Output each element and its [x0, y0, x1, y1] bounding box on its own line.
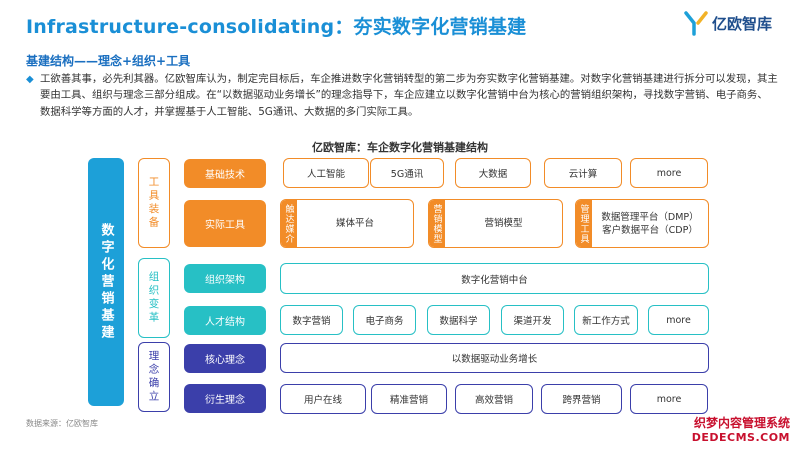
- logo-text: 亿欧智库: [711, 14, 772, 33]
- category-core-idea: 核心理念: [184, 344, 266, 373]
- item-data-driven-growth: 以数据驱动业务增长: [280, 343, 709, 373]
- diamond-bullet-icon: ◆: [26, 74, 34, 85]
- item-crossover-marketing: 跨界营销: [541, 384, 622, 414]
- tag-model: 营销模型: [429, 200, 445, 247]
- item-more-tech: more: [630, 158, 708, 188]
- yiou-logo-icon: [683, 10, 709, 36]
- item-efficient-marketing: 高效营销: [455, 384, 533, 414]
- intro-bullet: ◆ 工欲善其事，必先利其器。亿欧智库认为，制定完目标后，车企推进数字化营销转型的…: [26, 71, 778, 120]
- item-ecommerce: 电子商务: [353, 305, 416, 335]
- item-more-talent: more: [648, 305, 709, 335]
- watermark-line2: DEDECMS.COM: [691, 431, 790, 444]
- category-basic-tech: 基础技术: [184, 159, 266, 188]
- media-text: 媒体平台: [335, 218, 374, 229]
- item-ai: 人工智能: [283, 158, 369, 188]
- data-source: 数据来源：亿欧智库: [26, 419, 98, 428]
- item-user-online: 用户在线: [280, 384, 366, 414]
- item-digital-marketing: 数字营销: [280, 305, 343, 335]
- item-media-platform: 触达媒介 媒体平台: [280, 199, 414, 248]
- item-data-science: 数据科学: [427, 305, 490, 335]
- tag-mgmt: 管理工具: [576, 200, 592, 247]
- category-talent: 人才结构: [184, 306, 266, 335]
- item-5g: 5G通讯: [370, 158, 444, 188]
- item-cloud: 云计算: [544, 158, 622, 188]
- intro-paragraph: 工欲善其事，必先利其器。亿欧智库认为，制定完目标后，车企推进数字化营销转型的第二…: [40, 73, 778, 118]
- category-org-structure: 组织架构: [184, 264, 266, 293]
- section-subtitle: 基建结构——理念+组织+工具: [26, 54, 191, 68]
- watermark: 织梦内容管理系统 DEDECMS.COM: [692, 414, 790, 444]
- watermark-line1: 织梦内容管理系统: [693, 416, 790, 430]
- group-idea: 理念确立: [138, 342, 170, 412]
- mgmt-dmp: 数据管理平台（DMP）: [601, 211, 699, 223]
- group-org: 组织变革: [138, 258, 170, 338]
- category-actual-tools: 实际工具: [184, 200, 266, 247]
- mgmt-text: 数据管理平台（DMP） 客户数据平台（CDP）: [596, 200, 704, 247]
- diagram-title: 亿欧智库：车企数字化营销基建结构: [312, 141, 488, 154]
- category-derived-idea: 衍生理念: [184, 384, 266, 413]
- logo: 亿欧智库: [683, 10, 772, 36]
- tag-media: 触达媒介: [281, 200, 297, 247]
- page-title: Infrastructure-consolidating：夯实数字化营销基建: [26, 16, 527, 38]
- item-new-work: 新工作方式: [574, 305, 638, 335]
- item-bigdata: 大数据: [455, 158, 531, 188]
- model-text: 营销模型: [484, 218, 523, 229]
- item-marketing-model: 营销模型 营销模型: [428, 199, 563, 248]
- group-tools: 工具装备: [138, 158, 170, 248]
- main-column-label: 数字化营销基建: [88, 158, 124, 406]
- item-more-idea: more: [630, 384, 708, 414]
- mgmt-cdp: 客户数据平台（CDP）: [602, 224, 698, 236]
- item-management-tools: 管理工具 数据管理平台（DMP） 客户数据平台（CDP）: [575, 199, 709, 248]
- item-marketing-middle-platform: 数字化营销中台: [280, 263, 709, 294]
- item-precision-marketing: 精准营销: [371, 384, 447, 414]
- item-channel-dev: 渠道开发: [501, 305, 564, 335]
